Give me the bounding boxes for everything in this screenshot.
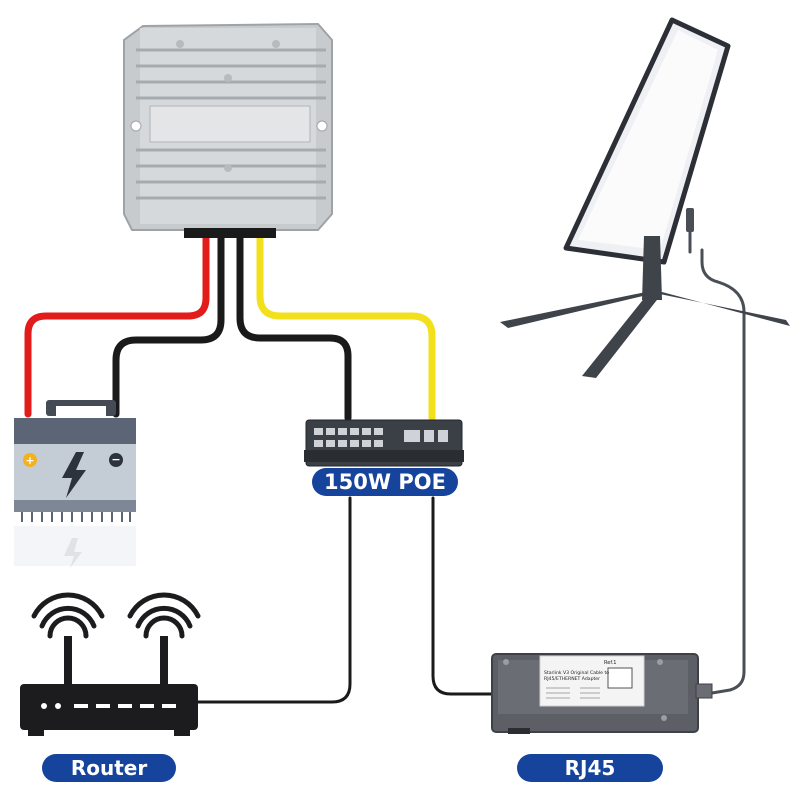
minus-terminal-icon	[109, 453, 123, 467]
poe-switch-label: 150W POE	[312, 468, 458, 496]
poe-switch	[304, 419, 464, 467]
router-label: Router	[42, 754, 176, 782]
black-wire-battery	[112, 232, 225, 418]
adapter-header-text: Ref.1	[604, 660, 617, 666]
lightning-bolt-icon	[62, 452, 86, 498]
rj45-adapter: Ref.1 Starlink V3 Original Cable to RJ45…	[491, 653, 713, 734]
plus-terminal-icon	[23, 453, 37, 467]
cable-switch-router	[194, 496, 352, 704]
black-wire-switch	[236, 232, 352, 422]
car-battery-icon: + −	[14, 400, 136, 568]
converter-box	[123, 22, 333, 238]
yellow-wire	[256, 232, 436, 422]
wires	[24, 226, 746, 704]
rj45-label: RJ45	[517, 754, 663, 782]
router-icon	[20, 592, 201, 736]
adapter-title-line1: Starlink V3 Original Cable to	[544, 670, 609, 676]
wifi-signal-icon	[31, 592, 201, 639]
svg-text:+: +	[25, 454, 34, 467]
satellite-dish	[500, 17, 790, 378]
red-wire	[24, 232, 210, 418]
cable-switch-adapter	[431, 496, 496, 696]
cable-dish-adapter	[700, 248, 746, 696]
adapter-title-line2: RJ45/ETHERNET Adapter	[544, 676, 600, 682]
svg-text:−: −	[111, 453, 120, 466]
